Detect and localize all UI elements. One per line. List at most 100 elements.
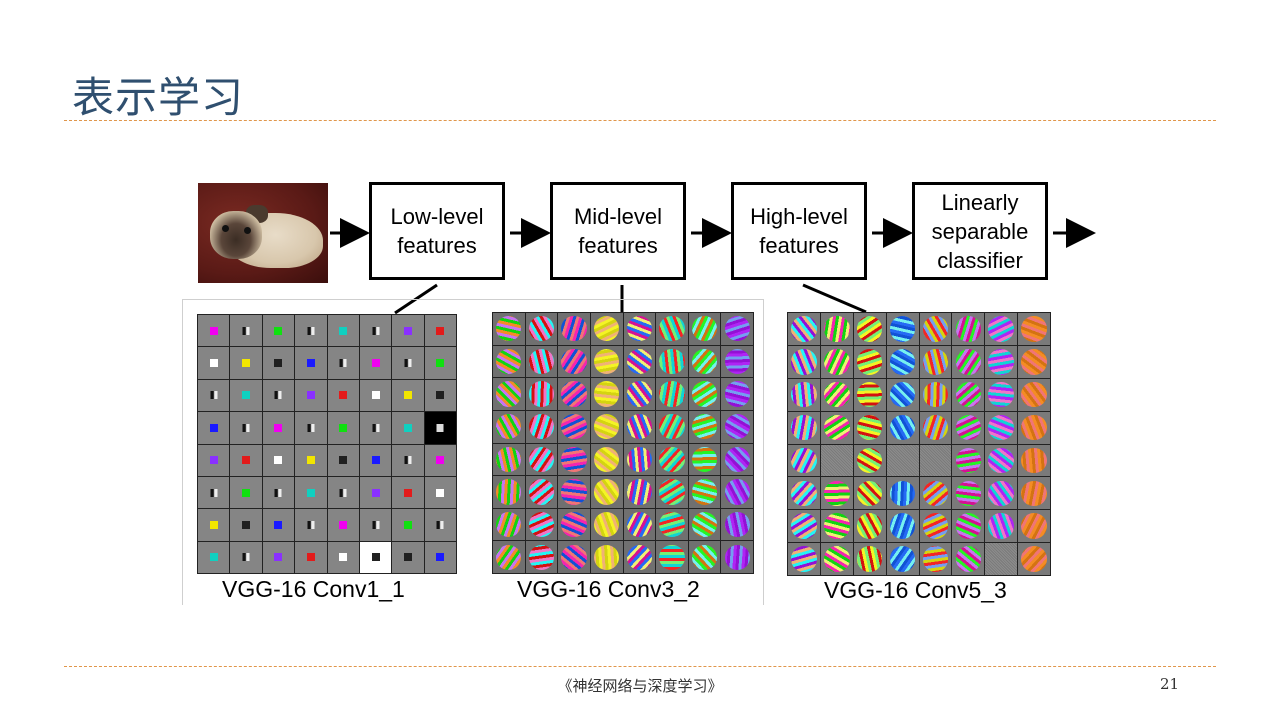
filter-tile	[392, 541, 424, 573]
filter-tile	[886, 411, 919, 444]
filter-tile	[327, 541, 359, 573]
filter-tile	[853, 510, 886, 543]
filter-tile	[525, 541, 558, 573]
filter-tile	[952, 477, 985, 510]
filter-tile	[919, 543, 952, 575]
filter-tile	[424, 315, 456, 347]
bottom-divider	[64, 666, 1216, 667]
filter-tile	[392, 509, 424, 541]
filter-tile	[1018, 411, 1050, 444]
conv5-3-caption: VGG-16 Conv5_3	[824, 577, 1007, 603]
filter-tile	[985, 378, 1018, 411]
filter-tile	[1018, 444, 1050, 477]
filter-tile	[262, 315, 295, 347]
filter-tile	[886, 444, 919, 477]
filter-tile	[359, 476, 392, 509]
filter-tile	[262, 541, 295, 573]
filter-tile	[327, 315, 359, 347]
filter-tile	[853, 378, 886, 411]
filter-tile	[656, 443, 688, 476]
filter-tile	[295, 412, 327, 444]
filter-tile	[656, 508, 688, 541]
filter-tile	[525, 345, 558, 378]
filter-tile	[198, 379, 230, 412]
filter-tile	[590, 345, 623, 378]
conv1-1-filter-grid	[197, 314, 457, 574]
filter-tile	[623, 508, 656, 541]
filter-tile	[919, 345, 952, 378]
mid-level-features-box: Mid-level features	[550, 182, 686, 280]
filter-tile	[327, 444, 359, 476]
filter-tile	[424, 476, 456, 509]
filter-tile	[359, 412, 392, 444]
filter-tile	[952, 345, 985, 378]
filter-tile	[952, 510, 985, 543]
filter-tile	[493, 345, 525, 378]
filter-tile	[919, 510, 952, 543]
filter-tile	[656, 378, 688, 410]
filter-tile	[853, 313, 886, 345]
filter-tile	[262, 444, 295, 476]
filter-tile	[230, 315, 262, 347]
filter-tile	[820, 345, 853, 378]
filter-tile	[788, 411, 820, 444]
conv1-1-caption: VGG-16 Conv1_1	[222, 576, 405, 602]
filter-tile	[392, 476, 424, 509]
filter-tile	[886, 543, 919, 575]
conv3-2-filter-grid	[492, 312, 754, 574]
filter-tile	[525, 476, 558, 508]
filter-tile	[327, 476, 359, 509]
filter-tile	[359, 541, 392, 573]
filter-tile	[1018, 313, 1050, 345]
conv5-3-filter-grid	[787, 312, 1051, 576]
filter-tile	[198, 541, 230, 573]
conv3-2-caption: VGG-16 Conv3_2	[517, 576, 700, 602]
filter-panel-frame	[182, 299, 764, 605]
filter-tile	[262, 379, 295, 412]
filter-tile	[424, 412, 456, 444]
page-number: 21	[1160, 675, 1180, 693]
filter-tile	[230, 379, 262, 412]
filter-tile	[262, 412, 295, 444]
filter-tile	[558, 508, 590, 541]
filter-tile	[688, 508, 721, 541]
filter-tile	[327, 347, 359, 379]
filter-tile	[623, 443, 656, 476]
filter-tile	[886, 378, 919, 411]
filter-tile	[853, 411, 886, 444]
filter-tile	[558, 378, 590, 410]
dog-photo	[198, 183, 328, 283]
filter-tile	[230, 412, 262, 444]
filter-tile	[295, 476, 327, 509]
filter-tile	[985, 345, 1018, 378]
filter-tile	[359, 347, 392, 379]
filter-tile	[853, 543, 886, 575]
filter-tile	[590, 443, 623, 476]
filter-tile	[656, 313, 688, 345]
filter-tile	[230, 476, 262, 509]
filter-tile	[623, 476, 656, 508]
filter-tile	[493, 508, 525, 541]
filter-tile	[952, 313, 985, 345]
filter-tile	[985, 510, 1018, 543]
filter-tile	[230, 347, 262, 379]
filter-tile	[919, 477, 952, 510]
filter-tile	[525, 508, 558, 541]
filter-tile	[1018, 378, 1050, 411]
filter-tile	[198, 412, 230, 444]
filter-tile	[295, 347, 327, 379]
filter-tile	[623, 313, 656, 345]
filter-tile	[886, 345, 919, 378]
filter-tile	[853, 444, 886, 477]
filter-tile	[721, 410, 753, 443]
filter-tile	[853, 477, 886, 510]
filter-tile	[1018, 510, 1050, 543]
filter-tile	[392, 412, 424, 444]
filter-tile	[952, 543, 985, 575]
filter-tile	[886, 477, 919, 510]
filter-tile	[656, 476, 688, 508]
filter-tile	[262, 509, 295, 541]
filter-tile	[327, 509, 359, 541]
filter-tile	[985, 477, 1018, 510]
filter-tile	[788, 313, 820, 345]
